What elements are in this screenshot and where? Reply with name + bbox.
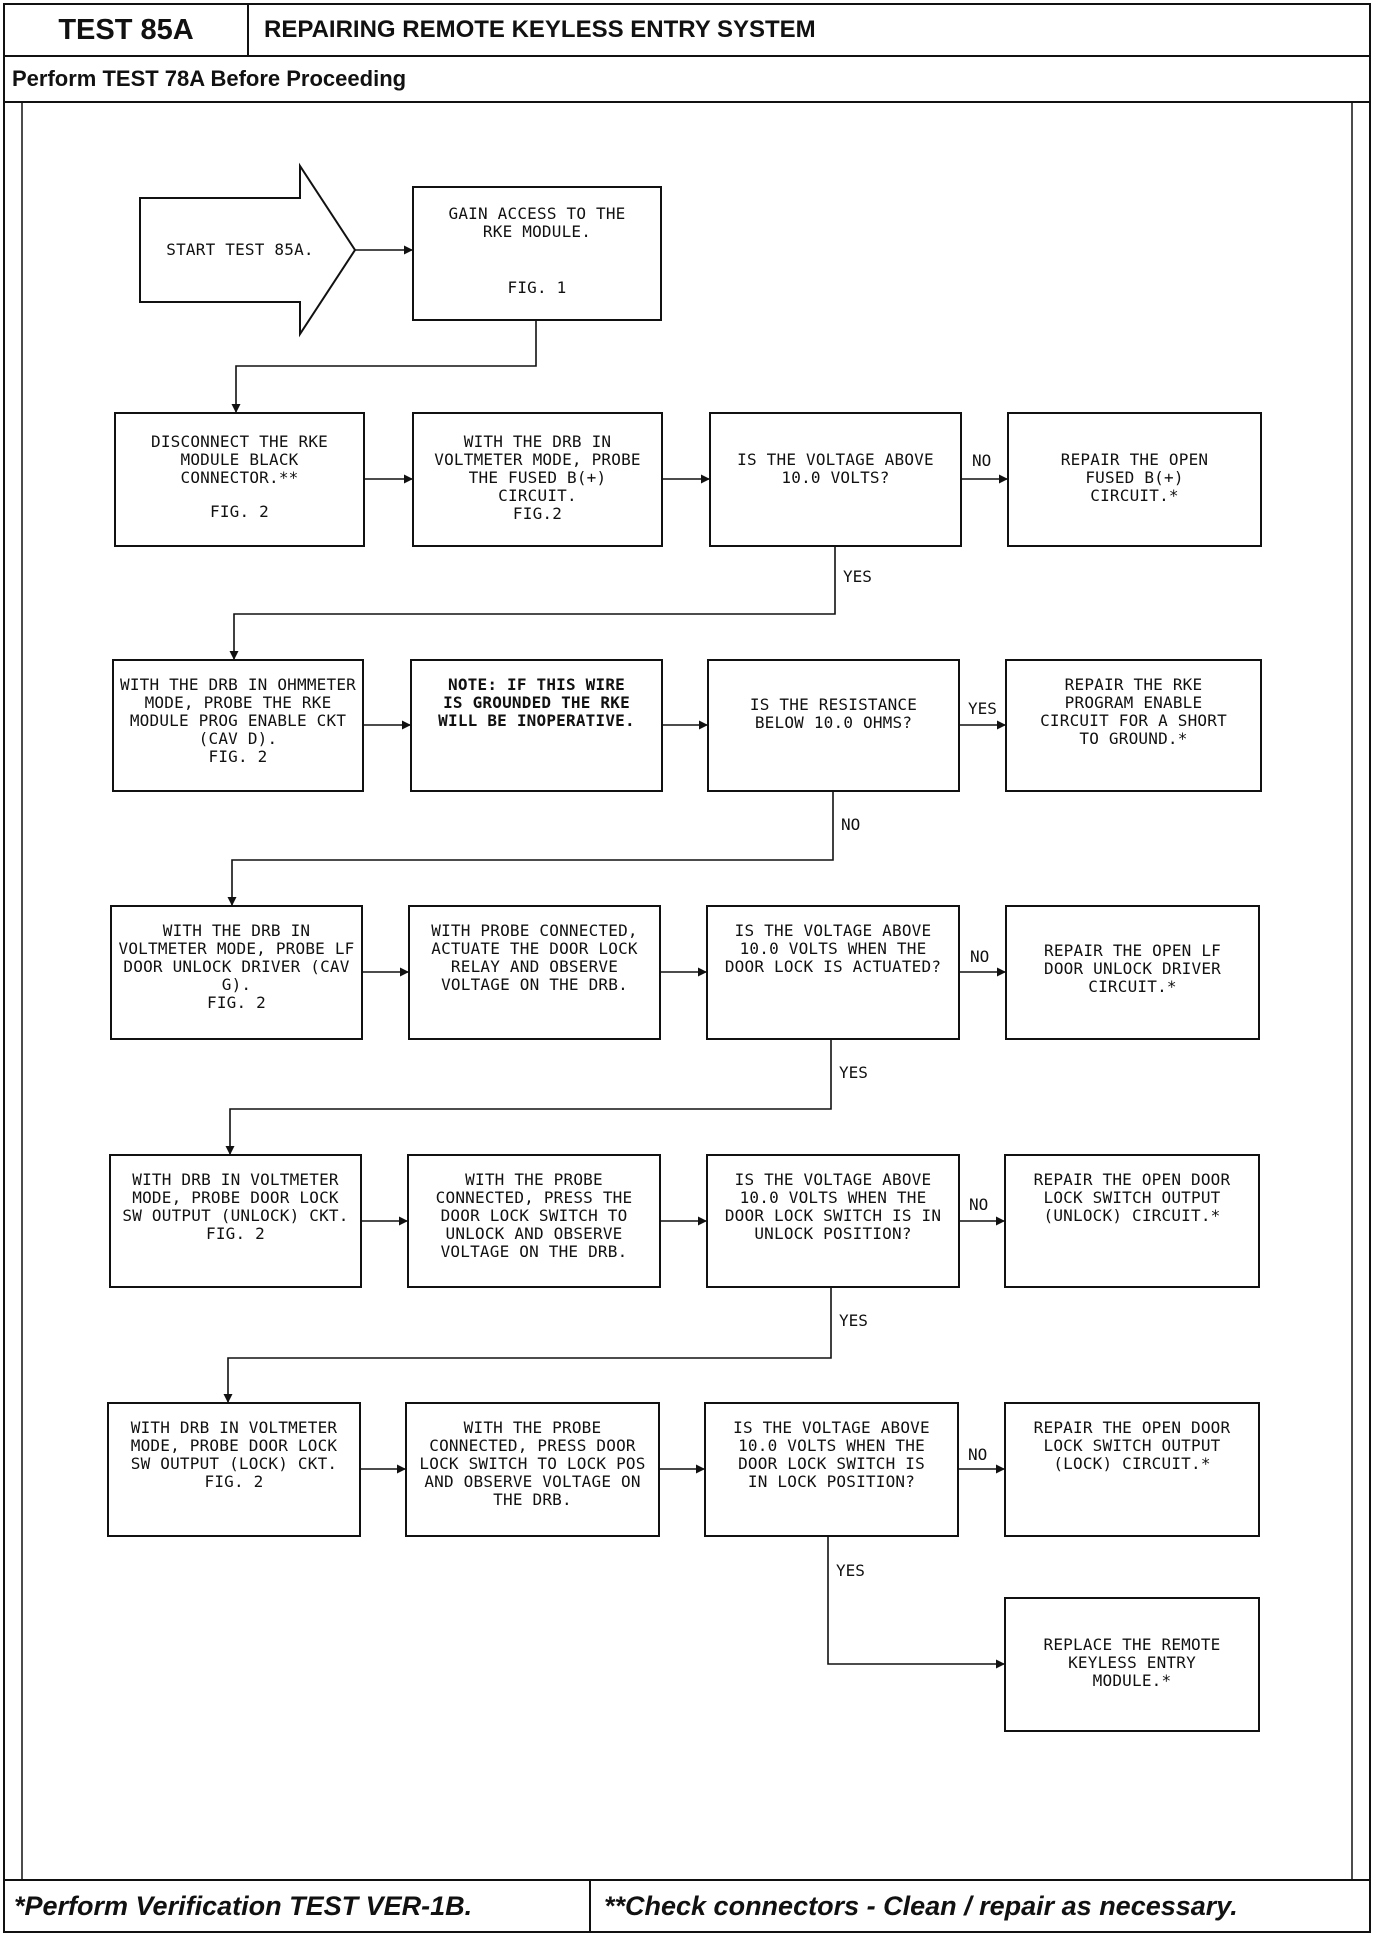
footer-connector-note: **Check connectors - Clean / repair as n… — [604, 1890, 1238, 1921]
page-title: REPAIRING REMOTE KEYLESS ENTRY SYSTEM — [264, 16, 816, 43]
q-voltage-4-node: IS THE VOLTAGE ABOVE 10.0 VOLTS WHEN THE… — [705, 1403, 958, 1536]
gain-access-box — [412, 186, 662, 321]
edge-label-no-3: NO — [970, 947, 990, 966]
edge-q1-yes — [229, 546, 836, 660]
gain-access-text: GAIN ACCESS TO THE RKE MODULE. — [448, 204, 626, 241]
lock-sw-text: WITH DRB IN VOLTMETER MODE, PROBE DOOR L… — [130, 1418, 338, 1473]
q-voltage-1-text: IS THE VOLTAGE ABOVE 10.0 VOLTS? — [737, 450, 934, 487]
start-arrow-shape — [139, 162, 357, 338]
edge-label-yes-5: YES — [836, 1561, 865, 1580]
edge-qr-no — [227, 791, 834, 906]
q-resistance-node: IS THE RESISTANCE BELOW 10.0 OHMS? — [708, 660, 959, 791]
press-unlock-text: WITH THE PROBE CONNECTED, PRESS THE DOOR… — [435, 1170, 633, 1261]
edge-label-yes-1: YES — [843, 567, 872, 586]
q-voltage-4-text: IS THE VOLTAGE ABOVE 10.0 VOLTS WHEN THE… — [733, 1418, 930, 1491]
repair-lf-text: REPAIR THE OPEN LF DOOR UNLOCK DRIVER CI… — [1044, 941, 1221, 996]
lock-sw-node: WITH DRB IN VOLTMETER MODE, PROBE DOOR L… — [108, 1403, 360, 1536]
repair-fused-node: REPAIR THE OPEN FUSED B(+) CIRCUIT.* — [1008, 413, 1261, 546]
edge-gain-to-disconnect — [231, 320, 537, 413]
note-node: NOTE: IF THIS WIRE IS GROUNDED THE RKE W… — [411, 660, 662, 791]
replace-module-text: REPLACE THE REMOTE KEYLESS ENTRY MODULE.… — [1043, 1635, 1221, 1690]
disconnect-fig: FIG. 2 — [210, 502, 269, 521]
q-resistance-text: IS THE RESISTANCE BELOW 10.0 OHMS? — [749, 695, 918, 732]
ohmmeter-fig: FIG. 2 — [208, 747, 268, 766]
unlock-sw-fig: FIG. 2 — [206, 1224, 265, 1243]
q-voltage-2-text: IS THE VOLTAGE ABOVE 10.0 VOLTS WHEN THE… — [724, 921, 942, 976]
lock-sw-fig: FIG. 2 — [204, 1472, 264, 1491]
q-voltage-3-text: IS THE VOLTAGE ABOVE 10.0 VOLTS WHEN THE… — [724, 1170, 942, 1243]
test-id: TEST 85A — [58, 13, 194, 46]
repair-prog-text: REPAIR THE RKE PROGRAM ENABLE CIRCUIT FO… — [1040, 675, 1227, 748]
gain-access-fig: FIG. 1 — [507, 278, 567, 297]
repair-unlock-node: REPAIR THE OPEN DOOR LOCK SWITCH OUTPUT … — [1005, 1155, 1259, 1287]
start-text: START TEST 85A. — [166, 240, 314, 259]
press-lock-text: WITH THE PROBE CONNECTED, PRESS DOOR LOC… — [419, 1418, 646, 1509]
press-lock-node: WITH THE PROBE CONNECTED, PRESS DOOR LOC… — [406, 1403, 659, 1536]
start-label: START TEST 85A. — [140, 198, 340, 302]
edge-label-no-5: NO — [968, 1445, 988, 1464]
unlock-sw-node: WITH DRB IN VOLTMETER MODE, PROBE DOOR L… — [110, 1155, 361, 1287]
footer-verification-note: *Perform Verification TEST VER-1B. — [14, 1890, 473, 1921]
lf-driver-node: WITH THE DRB IN VOLTMETER MODE, PROBE LF… — [111, 906, 362, 1039]
edge-label-yes-3: YES — [839, 1063, 868, 1082]
unlock-sw-text: WITH DRB IN VOLTMETER MODE, PROBE DOOR L… — [122, 1170, 349, 1225]
edge-label-yes-4: YES — [839, 1311, 868, 1330]
edge-q3-yes — [223, 1287, 832, 1403]
page-subtitle: Perform TEST 78A Before Proceeding — [12, 66, 407, 91]
repair-lf-node: REPAIR THE OPEN LF DOOR UNLOCK DRIVER CI… — [1006, 906, 1259, 1039]
edge-label-no-4: NO — [969, 1195, 989, 1214]
actuate-relay-text: WITH PROBE CONNECTED, ACTUATE THE DOOR L… — [431, 921, 638, 994]
lf-driver-fig: FIG. 2 — [207, 993, 266, 1012]
disconnect-text: DISCONNECT THE RKE MODULE BLACK CONNECTO… — [151, 432, 328, 487]
probe-fused-node: WITH THE DRB IN VOLTMETER MODE, PROBE TH… — [413, 413, 662, 546]
probe-fused-text: WITH THE DRB IN VOLTMETER MODE, PROBE TH… — [434, 432, 641, 505]
replace-module-node: REPLACE THE REMOTE KEYLESS ENTRY MODULE.… — [1005, 1598, 1259, 1731]
q-voltage-1-node: IS THE VOLTAGE ABOVE 10.0 VOLTS? — [710, 413, 961, 546]
note-text: NOTE: IF THIS WIRE IS GROUNDED THE RKE W… — [438, 675, 635, 730]
edge-label-no-2: NO — [841, 815, 861, 834]
page-frame — [3, 3, 1371, 1933]
ohmmeter-node: WITH THE DRB IN OHMMETER MODE, PROBE THE… — [113, 660, 363, 791]
repair-fused-text: REPAIR THE OPEN FUSED B(+) CIRCUIT.* — [1060, 450, 1209, 505]
edge-q4-yes — [827, 1536, 1005, 1669]
q-voltage-3-node: IS THE VOLTAGE ABOVE 10.0 VOLTS WHEN THE… — [707, 1155, 959, 1287]
repair-unlock-text: REPAIR THE OPEN DOOR LOCK SWITCH OUTPUT … — [1033, 1170, 1231, 1225]
lf-driver-text: WITH THE DRB IN VOLTMETER MODE, PROBE LF… — [118, 921, 355, 994]
edge-q2-yes — [225, 1039, 832, 1155]
gain-access-node: GAIN ACCESS TO THE RKE MODULE. FIG. 1 — [413, 187, 661, 320]
press-unlock-node: WITH THE PROBE CONNECTED, PRESS THE DOOR… — [408, 1155, 660, 1287]
q-voltage-2-node: IS THE VOLTAGE ABOVE 10.0 VOLTS WHEN THE… — [707, 906, 959, 1039]
repair-lock-text: REPAIR THE OPEN DOOR LOCK SWITCH OUTPUT … — [1033, 1418, 1231, 1473]
repair-prog-node: REPAIR THE RKE PROGRAM ENABLE CIRCUIT FO… — [1006, 660, 1261, 791]
ohmmeter-text: WITH THE DRB IN OHMMETER MODE, PROBE THE… — [120, 675, 356, 748]
probe-fused-fig: FIG.2 — [512, 504, 563, 523]
repair-lock-node: REPAIR THE OPEN DOOR LOCK SWITCH OUTPUT … — [1005, 1403, 1259, 1536]
edge-label-no-1: NO — [972, 451, 992, 470]
disconnect-node: DISCONNECT THE RKE MODULE BLACK CONNECTO… — [115, 413, 364, 546]
actuate-relay-node: WITH PROBE CONNECTED, ACTUATE THE DOOR L… — [409, 906, 660, 1039]
edge-label-yes-2: YES — [968, 699, 997, 718]
